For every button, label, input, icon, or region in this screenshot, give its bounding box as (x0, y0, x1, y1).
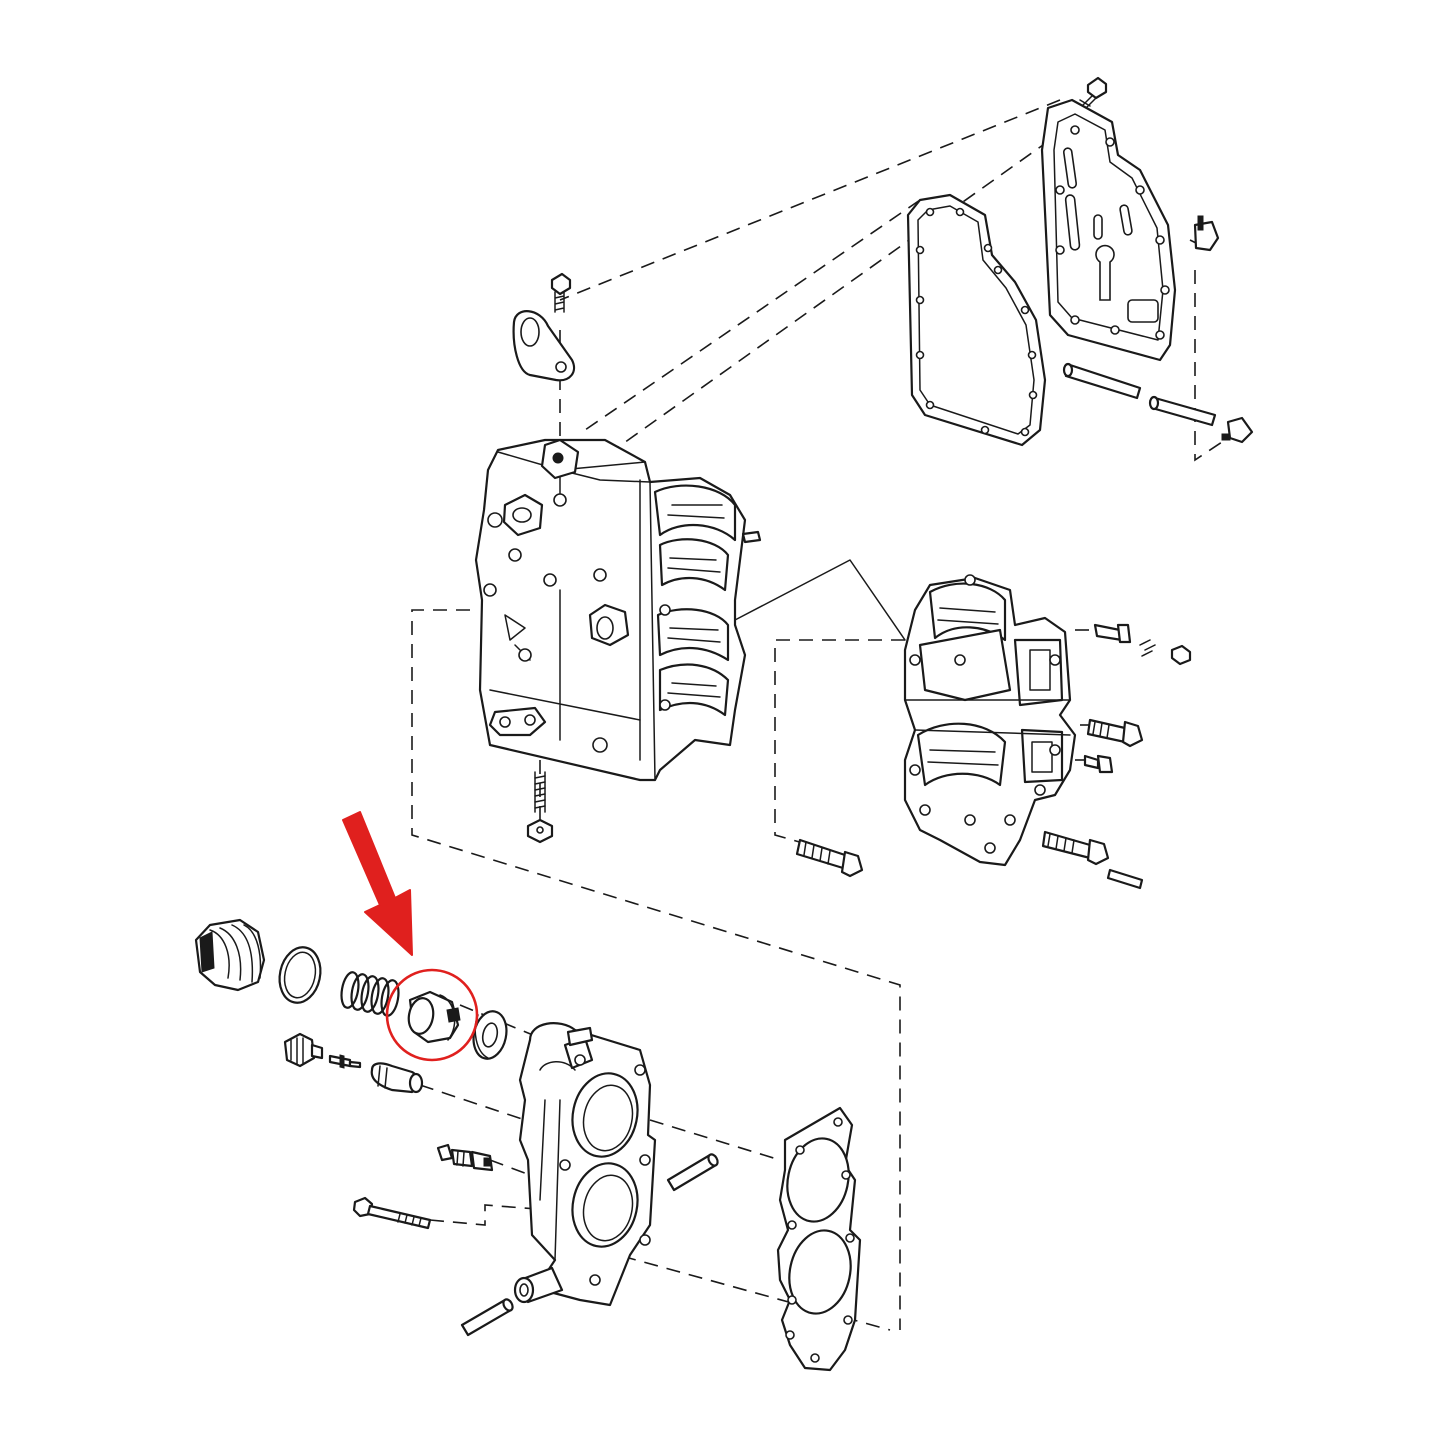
cover-rods (1062, 362, 1217, 427)
exhaust-cover-gasket (906, 193, 1047, 447)
exhaust-cover (1040, 98, 1177, 362)
assembly-guide-lines (411, 99, 1241, 1331)
cylinder-block (474, 438, 762, 782)
bleed-screw-set (283, 1032, 424, 1094)
leader-line (734, 559, 906, 641)
sensor (1221, 416, 1254, 444)
highlight-indicator (342, 811, 479, 1062)
thermostat (407, 990, 461, 1044)
thermostat-seal (472, 1010, 508, 1060)
thermostat-spring (340, 971, 400, 1017)
top-bolt (1076, 76, 1108, 112)
head-bolt (352, 1196, 432, 1230)
temperature-sender (436, 1143, 494, 1172)
cylinder-head-gasket (776, 1106, 862, 1372)
thermostat-housing-cap (194, 918, 266, 992)
o-ring (278, 946, 322, 1004)
crankcase-half (903, 574, 1077, 867)
crankcase-hardware (795, 623, 1192, 890)
cylinder-head (513, 1022, 657, 1307)
block-stud (526, 771, 554, 844)
highlight-circle (385, 968, 479, 1062)
dowel-pins (460, 1153, 719, 1337)
block-bolt-bosses (483, 493, 671, 753)
lifting-eye (512, 310, 576, 382)
clip (1193, 215, 1220, 252)
lifting-eye-bolt (550, 272, 572, 313)
red-arrow (342, 811, 413, 956)
